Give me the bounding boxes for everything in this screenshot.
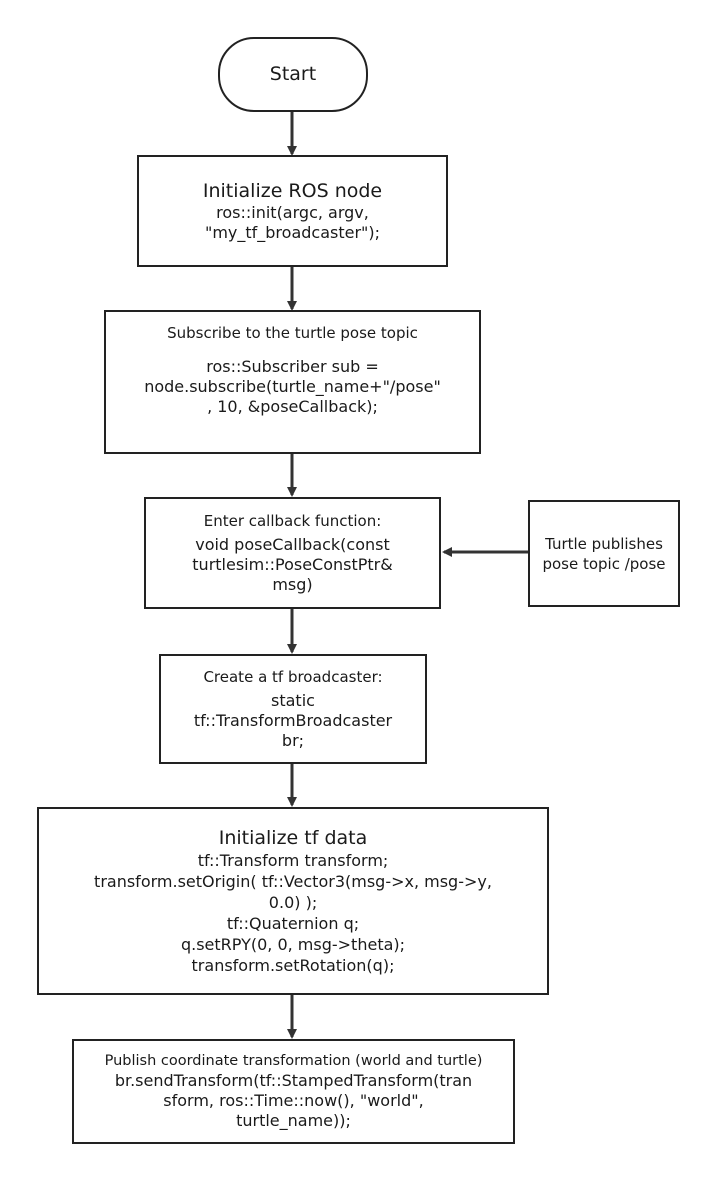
step-create-tf-broadcaster: Create a tf broadcaster: static tf::Tran… bbox=[159, 654, 427, 764]
step-subscribe-pose: Subscribe to the turtle pose topic ros::… bbox=[104, 310, 481, 454]
step-title: Create a tf broadcaster: bbox=[203, 667, 383, 686]
step-enter-callback: Enter callback function: void poseCallba… bbox=[144, 497, 441, 609]
step-publish-transform: Publish coordinate transformation (world… bbox=[72, 1039, 515, 1144]
step-title: Initialize tf data bbox=[218, 827, 368, 849]
step-title: Subscribe to the turtle pose topic bbox=[167, 324, 418, 342]
step-title: Enter callback function: bbox=[203, 511, 382, 530]
step-title: Initialize ROS node bbox=[202, 180, 383, 202]
step-code: tf::Transform transform; transform.setOr… bbox=[94, 851, 492, 975]
start-node: Start bbox=[218, 37, 368, 112]
step-code: ros::Subscriber sub = node.subscribe(tur… bbox=[144, 357, 441, 416]
step-title: Publish coordinate transformation (world… bbox=[104, 1053, 483, 1069]
step-initialize-tf-data: Initialize tf data tf::Transform transfo… bbox=[37, 807, 549, 995]
step-code: static tf::TransformBroadcaster br; bbox=[193, 690, 393, 750]
start-label: Start bbox=[269, 63, 317, 85]
step-code: br.sendTransform(tf::StampedTransform(tr… bbox=[114, 1071, 473, 1130]
side-turtle-publishes-pose: Turtle publishes pose topic /pose bbox=[528, 500, 680, 607]
step-code: void poseCallback(const turtlesim::PoseC… bbox=[192, 534, 393, 594]
side-text: Turtle publishes pose topic /pose bbox=[542, 534, 666, 573]
step-code: ros::init(argc, argv, "my_tf_broadcaster… bbox=[204, 203, 381, 242]
step-initialize-ros-node: Initialize ROS node ros::init(argc, argv… bbox=[137, 155, 448, 267]
